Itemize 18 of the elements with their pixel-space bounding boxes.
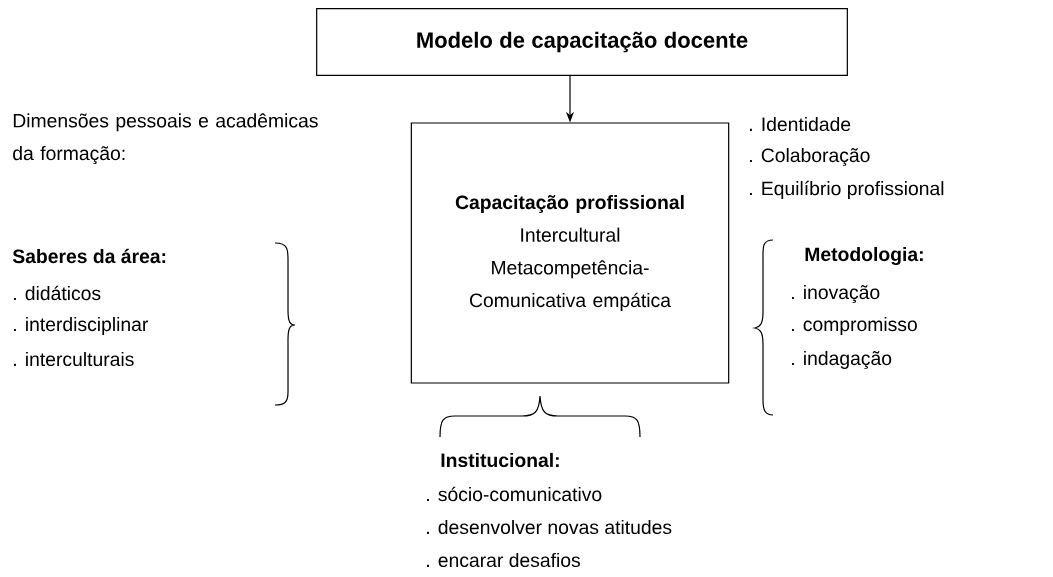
note-text: Dimensões pessoais e acadêmicas da formação: xyxy=(13,113,318,165)
list-item: . Equilíbrio profissional xyxy=(750,180,944,200)
list-item: . inovação xyxy=(792,284,880,304)
list-item: . compromisso xyxy=(792,317,917,335)
list-item: . indagação xyxy=(792,350,892,370)
title-box: Modelo de capacitação docente xyxy=(316,8,848,76)
heading: Metodologia: xyxy=(805,246,923,266)
list-item: . encarar desafios xyxy=(427,552,580,568)
list-item: . interdisciplinar xyxy=(14,317,149,335)
heading: Saberes da área: xyxy=(12,248,166,264)
list-item: . interculturais xyxy=(14,351,134,367)
list-item: . didáticos xyxy=(14,285,101,301)
concept-box: Capacitação profissional Intercultural Metacompetência- Comunicativa empática xyxy=(410,122,730,384)
heading: Institucional: xyxy=(441,452,559,468)
list-item: . Identidade xyxy=(750,116,851,132)
list-item: . Colaboração xyxy=(750,147,870,167)
list-item: . desenvolver novas atitudes xyxy=(427,519,672,535)
list-item: . sócio-comunicativo xyxy=(427,486,602,502)
